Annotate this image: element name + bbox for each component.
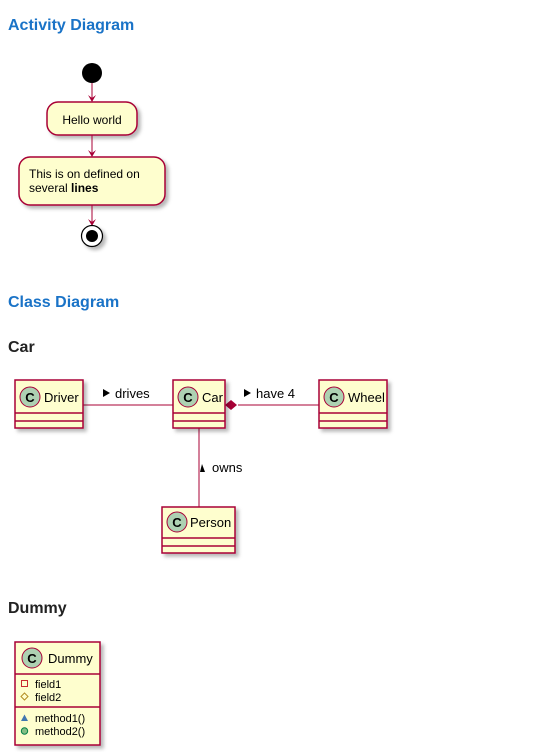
svg-text:C: C [329, 390, 339, 405]
drives-label: drives [115, 386, 150, 401]
method-item: method2() [35, 726, 85, 738]
class-dummy: C Dummy field1 field2 method1() method2(… [14, 641, 101, 746]
arrow-up-icon [200, 464, 205, 472]
arrow-right-icon [244, 389, 251, 397]
class-car-name: Car [202, 390, 224, 405]
field-item: field1 [35, 679, 61, 691]
svg-text:C: C [183, 390, 193, 405]
activity-multiline-line2: several lines [29, 181, 99, 195]
svg-text:C: C [172, 515, 182, 530]
car-class-diagram: drives have 4 owns C Driver C Car [14, 379, 388, 554]
activity-hello-world-label: Hello world [62, 113, 121, 127]
composition-diamond-icon [225, 400, 237, 410]
svg-text:C: C [27, 651, 37, 666]
activity-diagram-heading: Activity Diagram [8, 17, 135, 34]
have-label: have 4 [256, 386, 295, 401]
dummy-section-heading: Dummy [8, 600, 67, 617]
activity-diagram: Hello world This is on defined on severa… [18, 63, 166, 248]
class-wheel-name: Wheel [348, 390, 385, 405]
class-dummy-name: Dummy [48, 651, 93, 666]
class-diagram-heading: Class Diagram [8, 294, 120, 311]
private-field-icon [21, 680, 28, 687]
class-icon [323, 386, 345, 408]
class-driver: C Driver [14, 379, 84, 429]
activity-multiline-line1: This is on defined on [29, 167, 140, 181]
class-icon [166, 511, 188, 533]
class-person-name: Person [190, 515, 231, 530]
class-driver-name: Driver [44, 390, 79, 405]
class-icon [19, 386, 41, 408]
field-item: field2 [35, 692, 61, 704]
public-method-icon [20, 727, 29, 735]
class-wheel: C Wheel [318, 379, 388, 429]
start-node [82, 63, 102, 83]
package-method-icon [21, 714, 28, 721]
class-icon [21, 647, 43, 669]
protected-field-icon [20, 692, 29, 701]
class-car: C Car [172, 379, 226, 429]
car-section-heading: Car [8, 339, 35, 356]
owns-label: owns [212, 460, 243, 475]
class-person: C Person [161, 506, 236, 554]
method-item: method1() [35, 713, 85, 725]
class-icon [177, 386, 199, 408]
svg-text:C: C [25, 390, 35, 405]
arrow-right-icon [103, 389, 110, 397]
